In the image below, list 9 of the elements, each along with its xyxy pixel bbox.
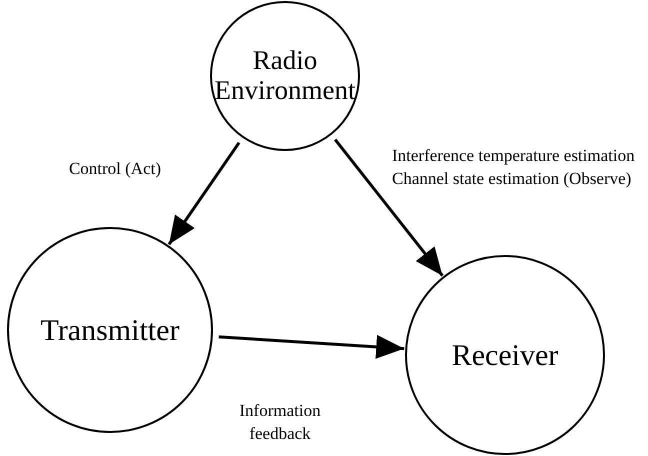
arrow xyxy=(218,334,404,359)
node-circle xyxy=(7,227,213,433)
arrow xyxy=(168,142,240,246)
node-circle xyxy=(210,1,360,151)
arrow xyxy=(334,138,444,277)
node-label: Transmitter xyxy=(40,314,180,346)
node-circle xyxy=(405,255,605,455)
node-label: Radio Environment xyxy=(214,46,356,106)
node-label: Receiver xyxy=(450,338,560,372)
